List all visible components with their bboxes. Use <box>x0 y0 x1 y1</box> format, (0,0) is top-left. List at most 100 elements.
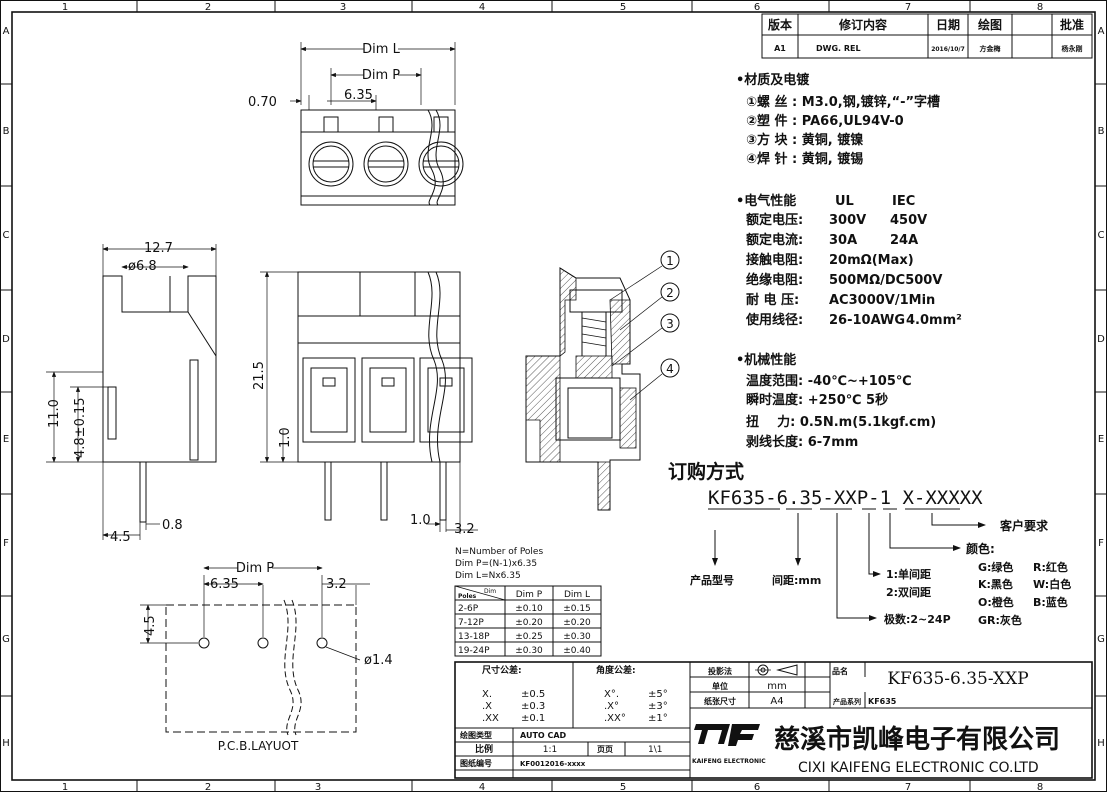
pcb-label: P.C.B.LAYUOT <box>218 739 299 753</box>
tb-scale: 1:1 <box>543 745 557 755</box>
elec-label: 使用线径: <box>745 312 803 328</box>
callout-1: 1 <box>666 254 674 268</box>
company-name-en: CIXI KAIFENG ELECTRONIC CO.LTD <box>798 760 1039 776</box>
tb-cell: ±1° <box>648 713 668 724</box>
grid-row-label: B <box>1098 126 1105 137</box>
top-view: Dim L Dim P 6.35 0.70 <box>248 41 464 206</box>
tb-cell: ±3° <box>648 701 668 712</box>
title-block: 尺寸公差: 角度公差: X. ±0.5 .X ±0.3 .XX ±0.1 X°.… <box>454 661 1093 779</box>
callout-3: 3 <box>666 317 674 331</box>
wire-entry-window <box>302 357 356 443</box>
dim-0-8: 0.8 <box>162 518 183 533</box>
pole-notes: N=Number of Poles Dim P=(N-1)x6.35 Dim L… <box>455 547 543 581</box>
mech-row: 瞬时温度: +250℃ 5秒 <box>746 392 888 408</box>
dim-1-0-horizontal: 1.0 <box>410 513 431 528</box>
dim-4-8: 4.8±0.15 <box>73 397 88 458</box>
order-color: B:蓝色 <box>1033 595 1068 609</box>
tb-cell: .X <box>482 701 492 712</box>
screw-head <box>312 145 350 183</box>
note-line: Dim P=(N-1)x6.35 <box>455 559 537 569</box>
grid-col-label: 8 <box>1037 2 1043 13</box>
elec-iec: 4.0mm² <box>906 313 962 328</box>
callout-4: 4 <box>666 362 674 376</box>
tb-unit-label: 单位 <box>712 681 728 691</box>
tol-cell: ±0.15 <box>563 604 591 614</box>
wire-entry-notch <box>439 377 453 387</box>
grid-row-label: F <box>3 538 9 549</box>
grid-col-label: 4 <box>479 2 485 13</box>
tb-unit: mm <box>767 681 786 692</box>
pcb-layout: Dim P 6.35 3.2 4.5 ø1.4 P.C.B.LAYUOT <box>140 560 393 753</box>
grid-row-label: E <box>1098 434 1104 445</box>
tol-cell: ±0.10 <box>515 604 543 614</box>
side-view: 12.7 ø6.8 11.0 4.8±0.15 4.5 0.8 <box>46 241 217 545</box>
elec-ul: AC3000V/1Min <box>829 293 935 308</box>
screw-slot <box>378 116 394 133</box>
grid-row-label: A <box>3 26 10 37</box>
mech-row: 温度范围: -40℃~+105℃ <box>746 373 912 389</box>
tol-cell: 13-18P <box>458 632 490 642</box>
electrical-title: •电气性能 <box>736 193 796 209</box>
tol-head-dimp: Dim P <box>516 590 543 600</box>
tb-ang-tol: 角度公差: <box>596 664 636 676</box>
tb-cell: ±0.3 <box>521 701 545 712</box>
grid-col-label: 1 <box>62 2 68 13</box>
rev-header-content: 修订内容 <box>838 17 887 32</box>
grid-col-labels-bottom: 1 2 3 4 5 6 7 8 <box>62 782 1043 793</box>
dim-11-0: 11.0 <box>47 399 62 428</box>
tb-cell: ±0.5 <box>521 689 545 700</box>
elec-label: 额定电流: <box>746 232 803 248</box>
ordering-section: 订购方式 KF635-6.35-XXP-1 X-XXXXX 客户要求 颜色: G… <box>668 460 1071 627</box>
materials-spec: •材质及电镀 ①螺 丝 : M3.0,钢,镀锌,“-”字槽 ②塑 件 : PA6… <box>736 72 940 167</box>
tb-cell: .X° <box>604 701 619 712</box>
tb-tool: AUTO CAD <box>520 731 567 740</box>
pcb-dim-3-2: 3.2 <box>326 577 347 592</box>
grid-col-label: 7 <box>905 782 911 792</box>
tb-tool-label: 绘图类型 <box>460 730 492 740</box>
grid-row-label: C <box>1098 230 1105 241</box>
order-color: G:绿色 <box>978 560 1013 574</box>
order-poles: 极数:2~24P <box>884 612 951 626</box>
rev-approved: 杨永刚 <box>1062 44 1083 53</box>
tb-name-label: 品名 <box>832 666 848 676</box>
grid-col-label: 7 <box>905 2 911 13</box>
elec-ul: 26-10AWG <box>829 313 905 328</box>
grid-row-label: G <box>1097 634 1105 645</box>
section-view: 1 2 3 4 <box>525 250 680 511</box>
pcb-dim-p: Dim P <box>236 561 274 576</box>
callout-2: 2 <box>666 286 674 300</box>
dim-dia-6-8: ø6.8 <box>128 259 157 274</box>
tol-cell: 19-24P <box>458 646 490 656</box>
tb-cell: X. <box>482 689 492 700</box>
front-view: 21.5 1.0 1.0 3.2 <box>252 271 478 537</box>
material-item: ②塑 件 : PA66,UL94V-0 <box>746 113 904 129</box>
grid-row-label: F <box>1098 538 1104 549</box>
rev-content: DWG. REL <box>816 44 861 53</box>
tb-projection-label: 投影法 <box>708 666 732 676</box>
screw-head <box>308 141 354 187</box>
tol-cell: ±0.30 <box>515 646 543 656</box>
grid-row-label: E <box>3 434 9 445</box>
tb-dwgno-label: 图纸编号 <box>460 758 492 768</box>
grid-col-label: 2 <box>205 782 211 792</box>
tol-head-diml: Dim L <box>564 590 590 600</box>
screw-head <box>367 145 405 183</box>
dim-21-5: 21.5 <box>252 361 267 390</box>
tb-paper-label: 纸张尺寸 <box>704 696 736 706</box>
order-color: GR:灰色 <box>978 613 1022 627</box>
tol-cell: ±0.40 <box>563 646 591 656</box>
tb-cell: X°. <box>604 689 619 700</box>
electrical-col-ul: UL <box>835 194 854 209</box>
grid-row-label: A <box>1098 26 1105 37</box>
grid-row-label: C <box>3 230 10 241</box>
pcb-hole-dia: ø1.4 <box>364 653 393 668</box>
tb-page: 1\1 <box>648 745 662 755</box>
dim-p-label: Dim P <box>362 68 400 83</box>
tb-series: KF635 <box>868 697 897 706</box>
elec-ul: 30A <box>829 233 857 248</box>
screw-head <box>363 141 409 187</box>
elec-ul: 300V <box>829 213 866 228</box>
material-item: ①螺 丝 : M3.0,钢,镀锌,“-”字槽 <box>746 94 940 110</box>
company-name-cn: 慈溪市凯峰电子有限公司 <box>774 724 1060 755</box>
tb-series-label: 产品系列 <box>833 697 861 706</box>
